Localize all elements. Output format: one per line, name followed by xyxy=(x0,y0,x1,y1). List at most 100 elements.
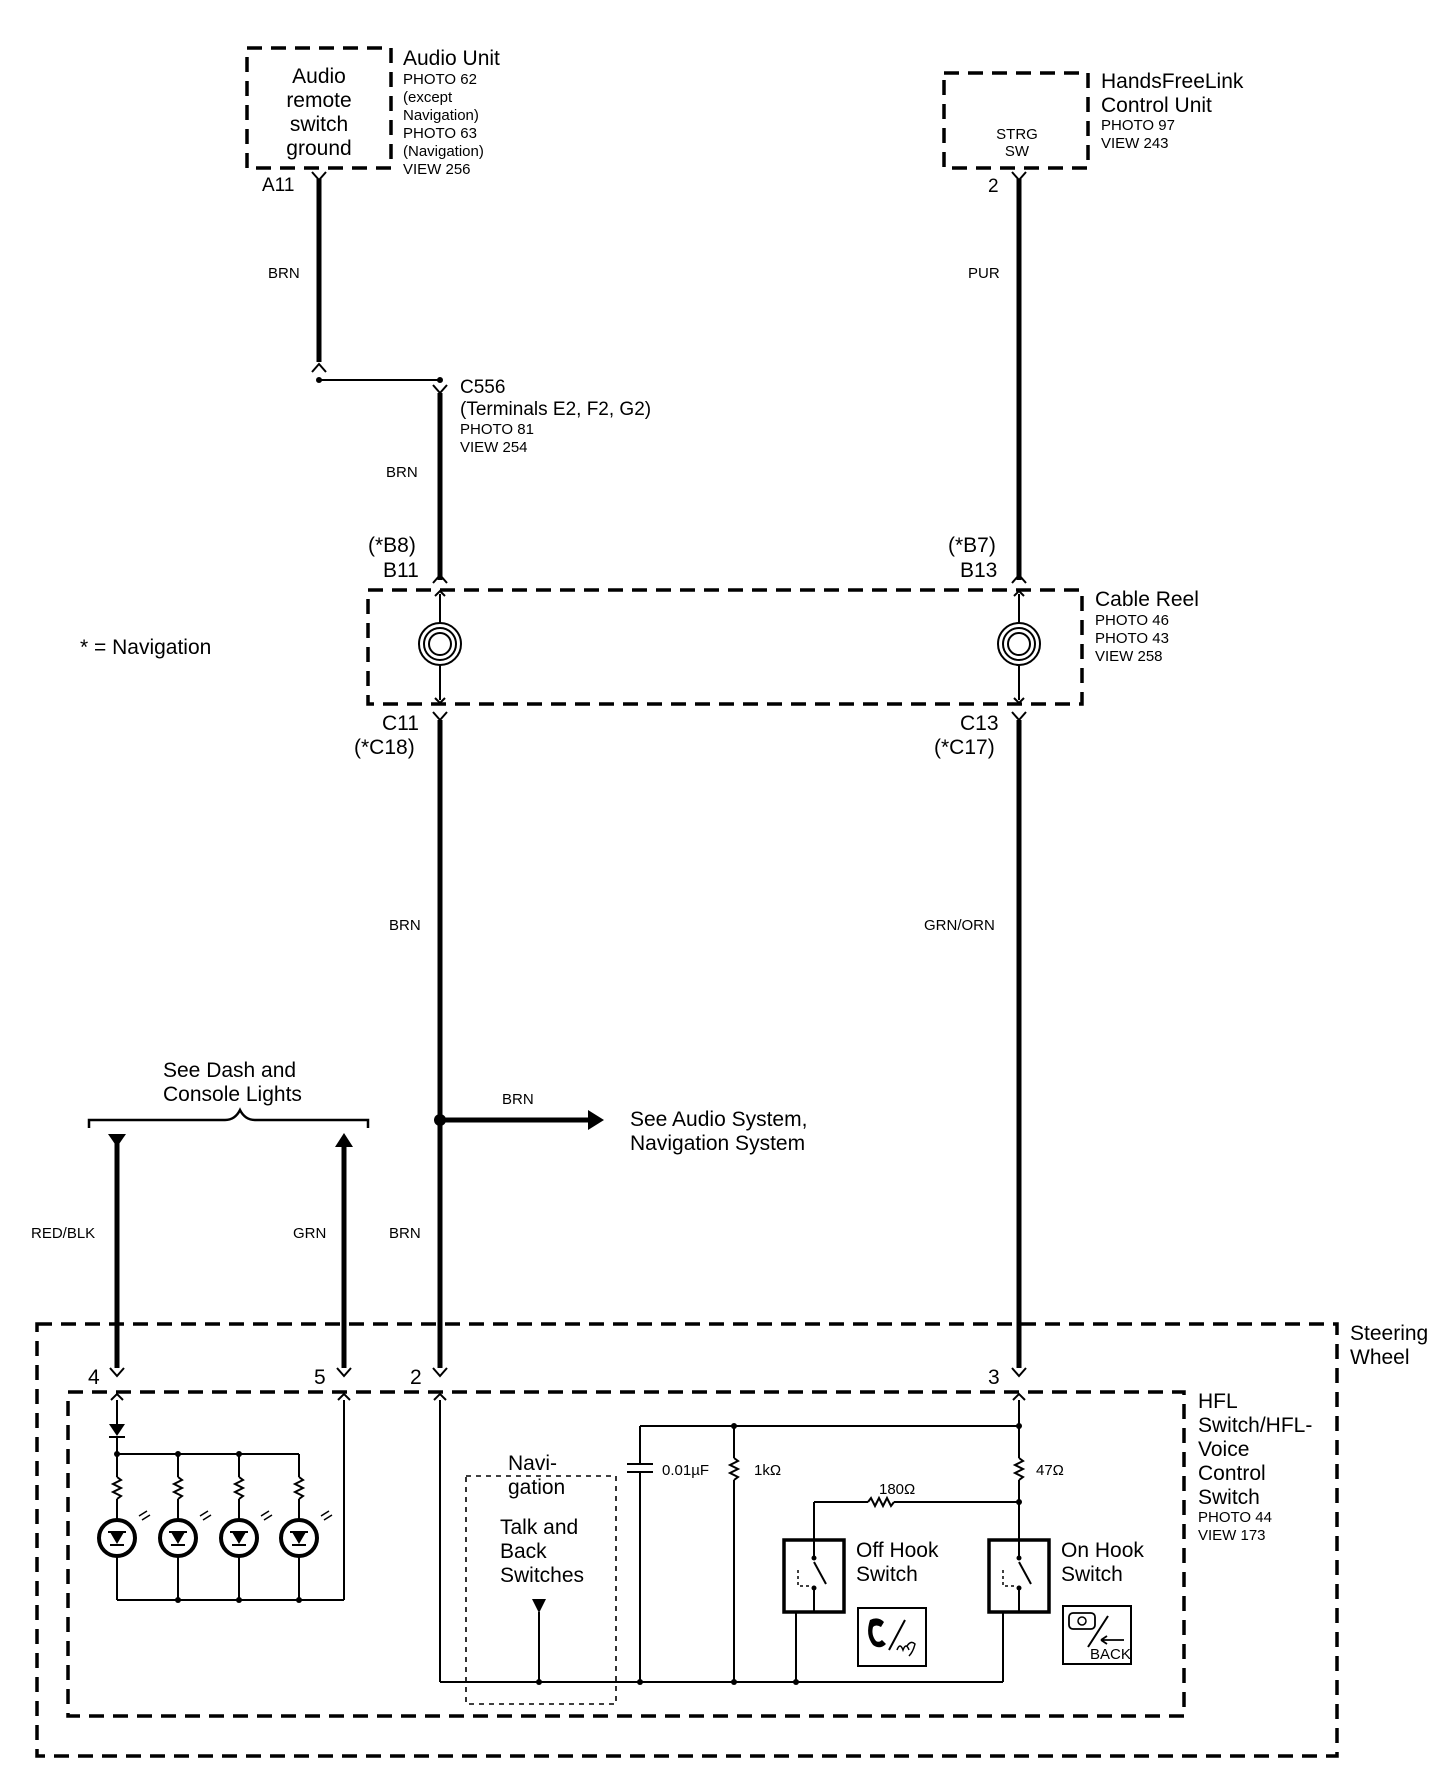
pin-5-mark xyxy=(336,1367,352,1378)
r2-resistor xyxy=(867,1495,895,1509)
hfl-unit-title-1: HandsFreeLink xyxy=(1101,70,1244,93)
cable-reel-left-top-pin-2: B11 xyxy=(383,559,419,582)
c556-ref-1: PHOTO 81 xyxy=(460,421,534,438)
audio-box-line-2: remote xyxy=(286,89,351,112)
steering-wheel-title-2: Wheel xyxy=(1350,1346,1410,1369)
cable-reel-box xyxy=(366,588,1084,706)
r1-label: 1kΩ xyxy=(754,1462,781,1479)
wire-label-audio-ground: BRN xyxy=(268,265,300,282)
pin-3-mark xyxy=(1011,1367,1027,1378)
c556-connector-mark xyxy=(432,384,448,395)
off-hook-label-1: Off Hook xyxy=(856,1539,939,1562)
off-hook-label-2: Switch xyxy=(856,1563,918,1586)
dash-lights-note-2: Console Lights xyxy=(163,1083,302,1106)
reel-left-top-mark xyxy=(432,573,448,584)
led-4-icon xyxy=(279,1509,334,1558)
cable-reel-left-bottom-pin-2: (*C18) xyxy=(354,736,415,759)
hfl-switch-ref-2: VIEW 173 xyxy=(1198,1527,1266,1544)
off-hook-actuator xyxy=(797,1570,812,1587)
audio-wire-end-mark xyxy=(311,362,327,373)
nav-switch-box xyxy=(465,1475,617,1705)
cap-ground-node xyxy=(637,1679,643,1685)
cable-reel-right-bottom-pin-1: C13 xyxy=(960,712,999,735)
steering-wheel-box xyxy=(35,1322,1339,1758)
capacitor-label: 0.01µF xyxy=(662,1462,709,1479)
cable-reel-right-bottom-pin-2: (*C17) xyxy=(934,736,995,759)
back-label: BACK xyxy=(1090,1646,1131,1663)
audio-ref-note-1: See Audio System, xyxy=(630,1108,807,1131)
navigation-key-note: * = Navigation xyxy=(80,636,211,659)
r3-label: 47Ω xyxy=(1036,1462,1064,1479)
switch-circuit: Navi- gation Talk and Back Switches 0.01… xyxy=(439,1400,1144,1705)
c556-label: C556 xyxy=(460,377,505,398)
switch-pin-2: 2 xyxy=(410,1366,422,1389)
audio-unit-ref-5: (Navigation) xyxy=(403,143,484,160)
on-hook-label-2: Switch xyxy=(1061,1563,1123,1586)
hfl-control-unit-box xyxy=(942,71,1090,170)
red-blk-arrow xyxy=(108,1134,126,1147)
hfl-box-line-2: SW xyxy=(1005,143,1030,160)
audio-unit-ref-4: PHOTO 63 xyxy=(403,125,477,142)
r1-ground-node xyxy=(731,1679,737,1685)
nav-block-line-2: gation xyxy=(508,1476,565,1499)
hfl-switch-ref-1: PHOTO 44 xyxy=(1198,1509,1272,1526)
audio-unit-ref-3: Navigation) xyxy=(403,107,479,124)
on-hook-actuator xyxy=(1002,1570,1017,1587)
audio-connector-mark xyxy=(311,171,327,182)
nav-ground-node xyxy=(536,1679,542,1685)
wire-label-right-lower: GRN/ORN xyxy=(924,917,995,934)
cable-reel-ref-1: PHOTO 46 xyxy=(1095,612,1169,629)
hfl-connector-mark xyxy=(1011,171,1027,182)
grn-arrow xyxy=(335,1133,353,1147)
wire-label-hfl-strg: PUR xyxy=(968,265,1000,282)
reel-left-bottom-mark xyxy=(432,711,448,722)
reel-coil-right xyxy=(997,622,1041,666)
audio-unit-title: Audio Unit xyxy=(403,47,500,70)
audio-box-line-1: Audio xyxy=(292,65,346,88)
on-hook-lever xyxy=(1018,1561,1032,1585)
pin-4-mark xyxy=(109,1367,125,1378)
led-1-icon xyxy=(97,1509,152,1558)
hfl-switch-title-2: Switch/HFL- xyxy=(1198,1414,1312,1437)
cable-reel-title: Cable Reel xyxy=(1095,588,1199,611)
wire-label-splice-branch: BRN xyxy=(502,1091,534,1108)
cable-reel: (*B8) B11 (*B7) B13 Cable Reel PHOTO 46 … xyxy=(354,534,1199,759)
audio-ref-arrow xyxy=(588,1110,604,1130)
r1-resistor xyxy=(729,1457,739,1481)
wire-label-left-lower: BRN xyxy=(389,917,421,934)
audio-unit-ref-6: VIEW 256 xyxy=(403,161,471,178)
dash-lights-bracket xyxy=(87,1107,370,1128)
hfl-switch-box xyxy=(66,1390,1186,1718)
audio-unit-box xyxy=(245,46,393,170)
c556-terminals: (Terminals E2, F2, G2) xyxy=(460,399,651,420)
pin-2-mark xyxy=(432,1367,448,1378)
jumper-node-left xyxy=(316,377,322,383)
cable-reel-left-top-pin-1: (*B8) xyxy=(368,534,416,557)
cable-reel-left-bottom-pin-1: C11 xyxy=(382,712,419,735)
switch-inner-arrows xyxy=(110,1392,1026,1401)
talk-button-icon xyxy=(857,1607,927,1667)
c556-ref-2: VIEW 254 xyxy=(460,439,528,456)
led-1-resistor xyxy=(112,1476,122,1500)
led-bottom-node-1 xyxy=(175,1597,181,1603)
hfl-control-unit: STRG SW HandsFreeLink Control Unit PHOTO… xyxy=(942,70,1244,197)
led-3-icon xyxy=(219,1509,274,1558)
hfl-switch-title-5: Switch xyxy=(1198,1486,1260,1509)
hfl-switch-title-1: HFL xyxy=(1198,1390,1238,1413)
reel-right-bottom-mark xyxy=(1011,711,1027,722)
r3-resistor xyxy=(1014,1457,1024,1481)
wire-label-red-blk: RED/BLK xyxy=(31,1225,95,1242)
audio-unit-ref-1: PHOTO 62 xyxy=(403,71,477,88)
led-bottom-node-2 xyxy=(236,1597,242,1603)
hfl-unit-ref-1: PHOTO 97 xyxy=(1101,117,1175,134)
wire-label-grn: GRN xyxy=(293,1225,326,1242)
led-2-resistor xyxy=(173,1476,183,1500)
off-hook-contact-dot-1 xyxy=(811,1555,817,1561)
led-3-resistor xyxy=(234,1476,244,1500)
led-bottom-node-3 xyxy=(296,1597,302,1603)
hfl-switch-title-4: Control xyxy=(1198,1462,1266,1485)
audio-unit-ref-2: (except xyxy=(403,89,453,106)
off-hook-ground-node xyxy=(793,1679,799,1685)
jumper-node-right xyxy=(437,377,443,383)
